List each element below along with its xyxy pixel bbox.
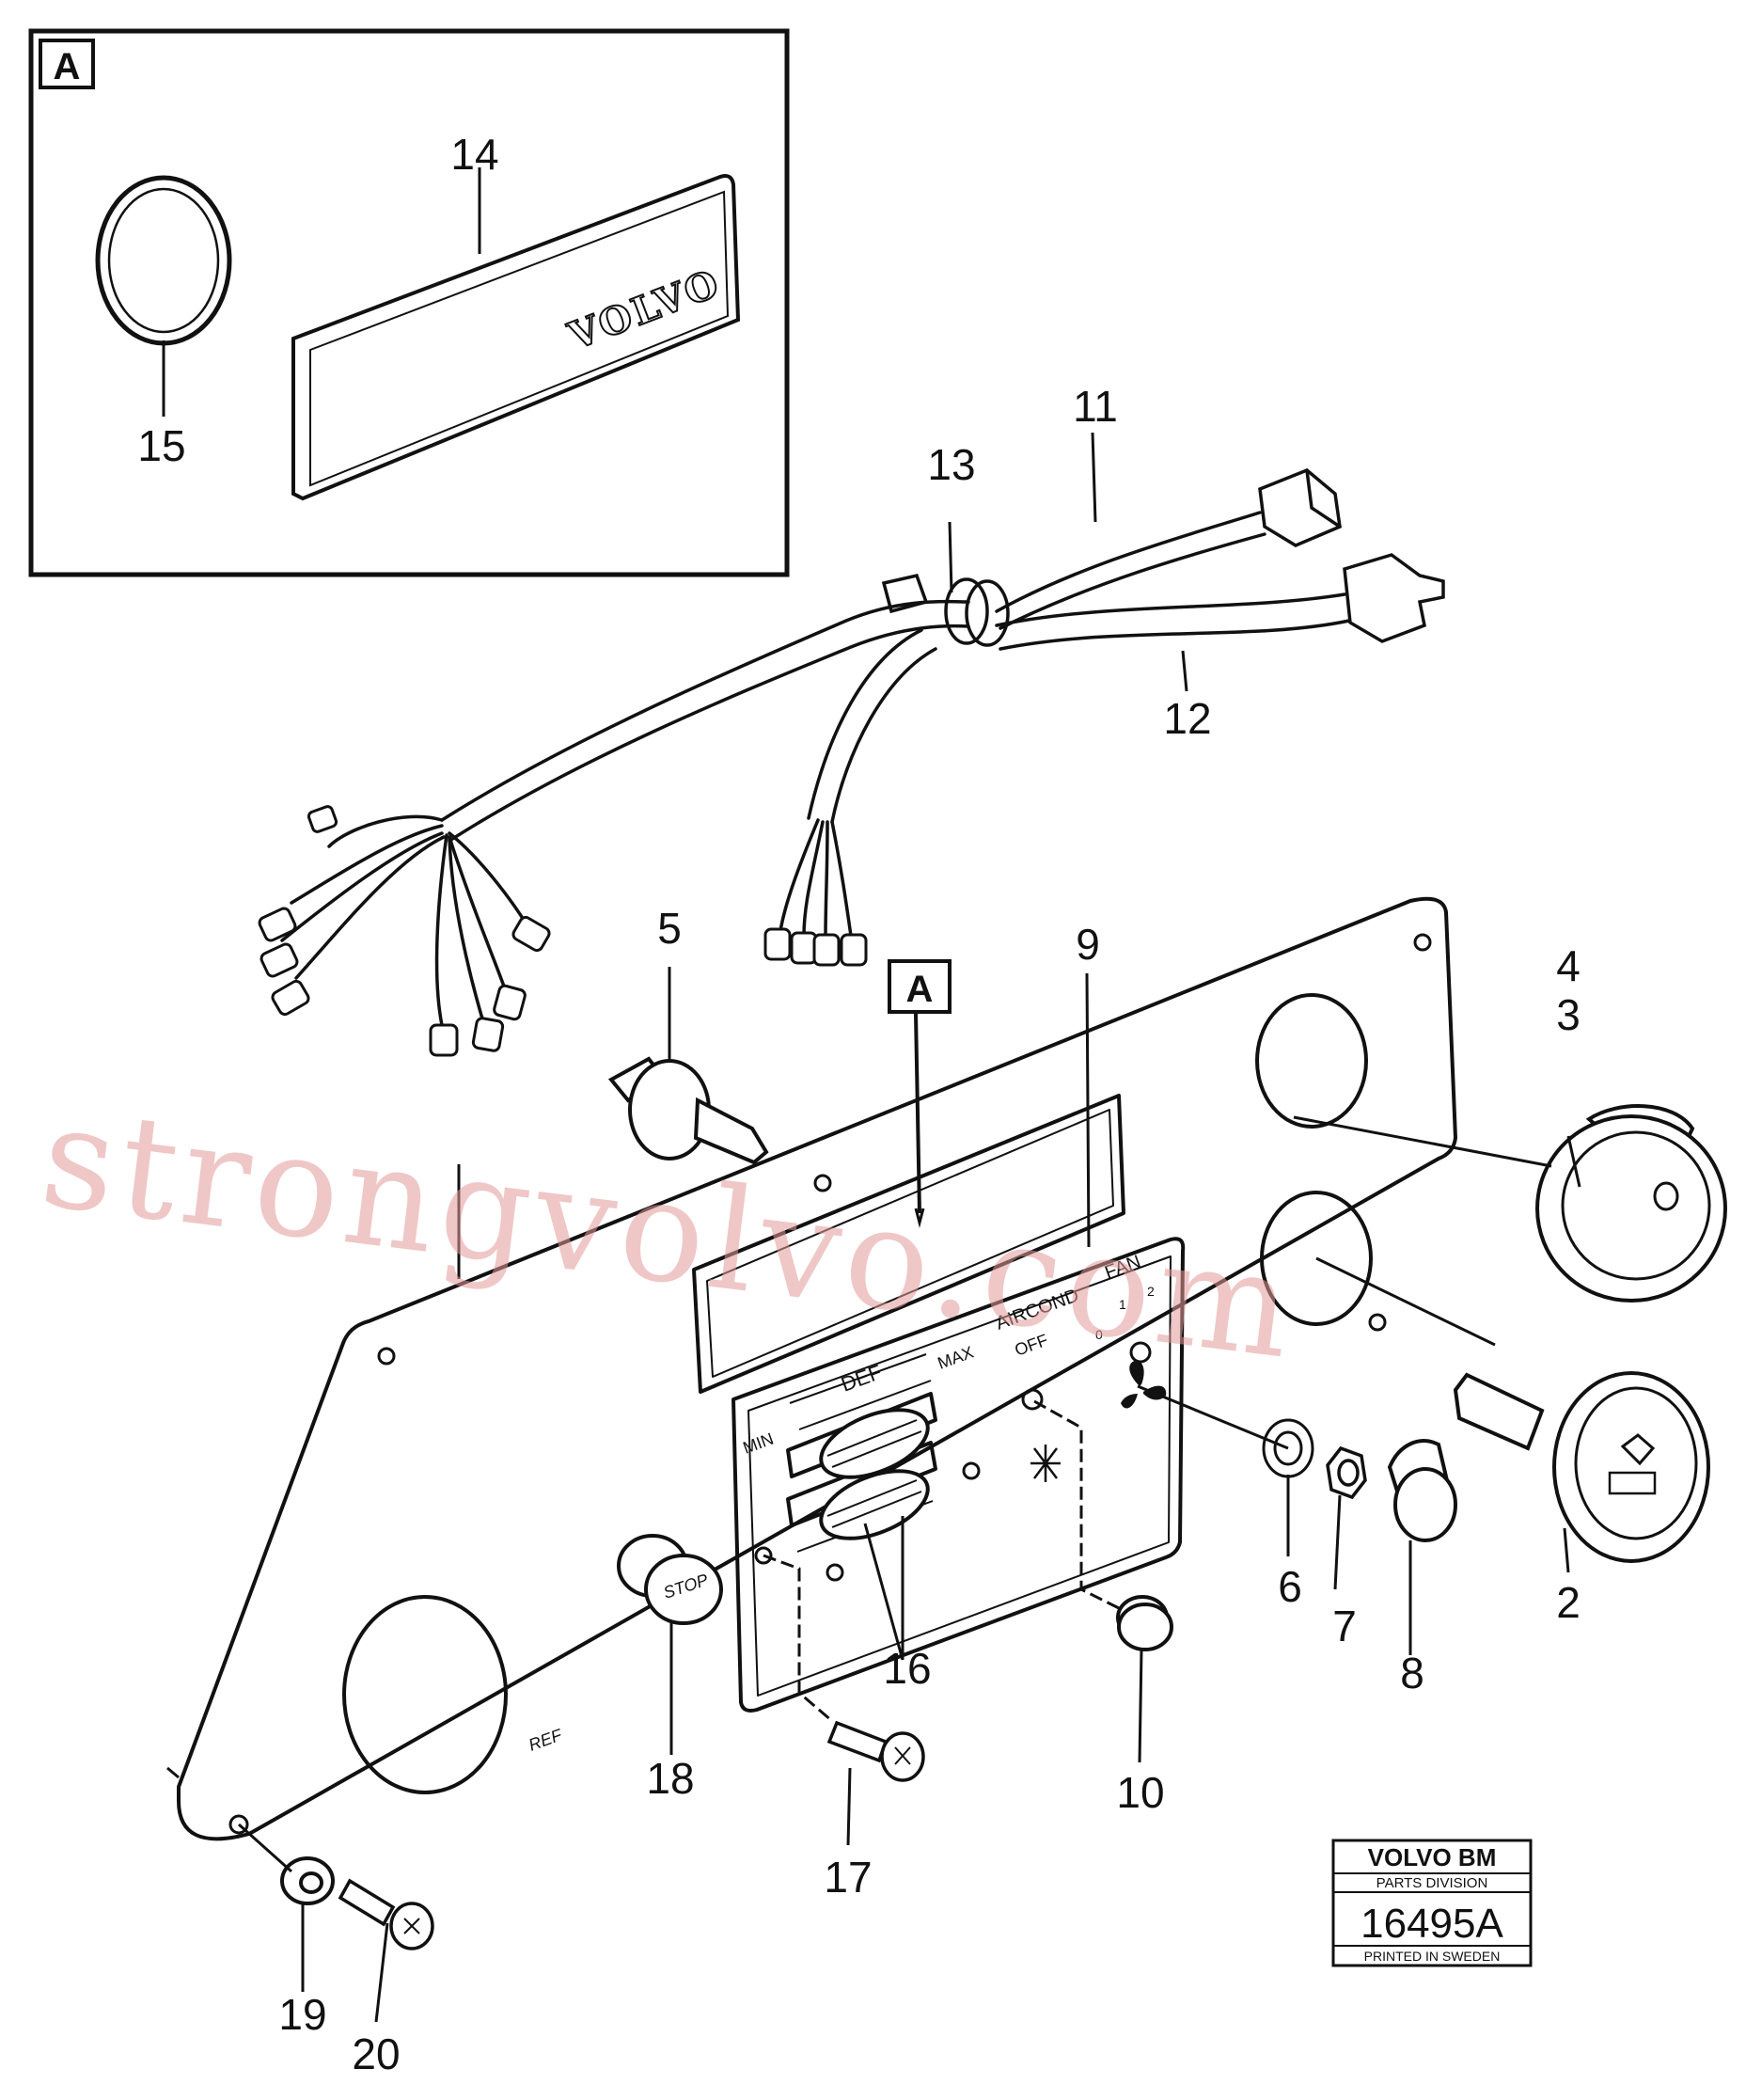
stop-button-18 [617,1534,723,1625]
fan-position-2: 2 [1147,1284,1155,1299]
callout-6: 6 [1278,1562,1302,1611]
callout-10: 10 [1116,1768,1164,1817]
fan-position-1: 1 [1119,1297,1126,1312]
detail-box-a [28,28,790,577]
callout-8: 8 [1400,1649,1424,1697]
callout-5: 5 [657,904,682,953]
callout-14: 14 [450,130,498,179]
name-plate-brand-text: VOLVO [562,261,727,359]
callout-16: 16 [883,1644,931,1693]
callout-17: 17 [824,1853,872,1902]
screw-20 [338,1878,434,1950]
detail-reference-a [888,959,952,1228]
callout-18: 18 [646,1754,694,1803]
detail-label-a: A [54,46,81,87]
callout-19: 19 [278,1990,326,2039]
screw-17 [826,1720,925,1782]
stamp-drawing-number: 16495A [1361,1901,1503,1947]
fan-position-0: 0 [1095,1327,1103,1342]
gauge-3-4 [1535,1104,1727,1303]
wire-terminals [258,805,868,1057]
sealing-ring-15 [95,175,232,346]
gauge-2 [1453,1371,1710,1563]
callout-2: 2 [1556,1578,1581,1627]
rotary-switch-5 [607,1056,769,1165]
callout-4: 4 [1556,941,1581,990]
instrument-panel [177,896,1457,1841]
callout-13: 13 [927,440,975,489]
detail-reference-a-label: A [906,969,934,1010]
callout-20: 20 [352,2029,400,2078]
stamp-printed: PRINTED IN SWEDEN [1364,1949,1501,1964]
callout-12: 12 [1163,694,1211,743]
callout-3: 3 [1556,990,1581,1039]
stamp-brand: VOLVO BM [1368,1843,1497,1871]
washer-19 [280,1856,335,1905]
callout-15: 15 [137,421,185,470]
ref-label: REF [527,1725,566,1754]
name-plate-14 [291,174,741,501]
snowflake-icon [1030,1445,1061,1482]
callout-7: 7 [1332,1602,1357,1650]
callout-11: 11 [1073,382,1118,431]
wiring-harness [280,467,1445,1027]
leader-lines [162,167,1581,2023]
stamp-division: PARTS DIVISION [1376,1875,1488,1891]
nut-7 [1326,1445,1367,1500]
min-label: MIN [741,1429,777,1458]
callout-numbers: 15 14 13 11 12 5 9 4 3 2 6 7 8 16 10 18 … [137,130,1580,2078]
callout-9: 9 [1076,920,1100,969]
panel-screw-holes [228,933,1432,1835]
plug-cap-10 [1116,1595,1173,1651]
parts-division-stamp [1331,1839,1533,1967]
knob-8 [1387,1439,1457,1542]
